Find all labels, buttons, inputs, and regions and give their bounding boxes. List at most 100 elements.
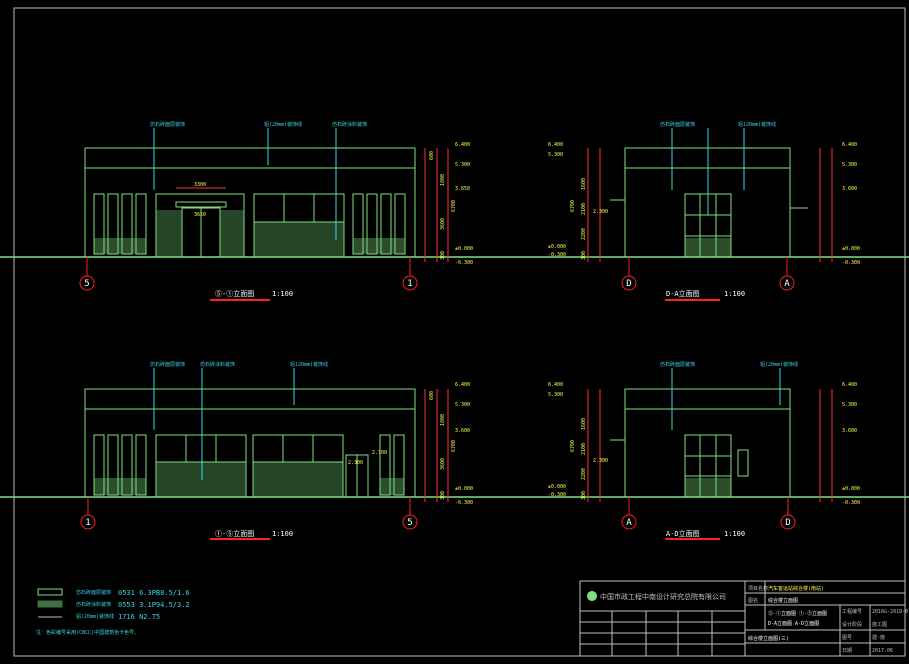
- callout-label: 仿石砖涂料装饰: [332, 121, 367, 128]
- level-mark: ±0.000: [548, 484, 566, 490]
- callout-label: 铝(20mm)装饰线: [738, 121, 776, 128]
- level-mark: 3.600: [842, 428, 857, 434]
- vert-dim-label: 6700: [451, 440, 457, 452]
- vert-dim-label: 1600: [581, 178, 587, 190]
- level-mark: -0.300: [842, 260, 860, 266]
- axis-label: 1: [407, 279, 412, 289]
- level-mark: ±0.000: [455, 486, 473, 492]
- vert-dim-label: 2200: [581, 228, 587, 240]
- dim-label: 3650: [194, 212, 206, 218]
- callout-label: 仿石砖涂料装饰: [200, 361, 235, 368]
- level-mark: ±0.000: [455, 246, 473, 252]
- vert-dim-label: 2100: [581, 203, 587, 215]
- level-mark: 5.300: [842, 402, 857, 408]
- elevation-title: A-D立面图: [666, 529, 700, 538]
- level-mark: -0.300: [548, 492, 566, 498]
- vert-dim-label: 300: [440, 491, 446, 500]
- project-number: 2016G-2018-0: [872, 609, 908, 615]
- vert-dim-label: 6700: [451, 200, 457, 212]
- axis-label: A: [784, 279, 790, 289]
- level-mark: -0.300: [455, 500, 473, 506]
- title-block-label: 日期: [842, 648, 852, 654]
- callout-label: 铝(20mm)装饰线: [264, 121, 302, 128]
- vert-dim-label: 3600: [440, 218, 446, 230]
- design-stage: 施工图: [872, 621, 887, 628]
- callout-label: 仿石砖面层装饰: [150, 121, 185, 128]
- legend-note: 注：色彩编号采用(CBCC)中国建筑色卡色号。: [36, 629, 139, 636]
- elevation-5-1: [79, 128, 449, 301]
- level-mark: 3.600: [842, 186, 857, 192]
- level-mark: 6.400: [455, 382, 470, 388]
- axis-label: D: [626, 279, 631, 289]
- level-mark: 5.300: [548, 392, 563, 398]
- vert-dim-label: 600: [429, 151, 435, 160]
- title-block-label: 图名: [748, 597, 758, 604]
- vert-dim-label: 6700: [570, 440, 576, 452]
- axis-label: 5: [84, 279, 89, 289]
- callout-label: 铝(20mm)装饰线: [760, 361, 798, 368]
- date: 2017.06: [872, 648, 893, 654]
- level-mark: 5.300: [455, 402, 470, 408]
- level-mark: -0.300: [842, 500, 860, 506]
- level-mark: ±0.000: [842, 486, 860, 492]
- callout-label: 铝(20mm)装饰线: [290, 361, 328, 368]
- vert-dim-label: 300: [581, 251, 587, 260]
- level-mark: 5.300: [455, 162, 470, 168]
- title-block-label: 项目名称: [748, 585, 768, 592]
- sheet-title: 综合楼立面图(三): [748, 635, 789, 642]
- material-legend: 仿石砖面层装饰 仿石砖涂料装饰 铝(20mm)装饰线 注：色彩编号采用(CBCC…: [36, 588, 190, 636]
- company-logo-icon: [587, 591, 597, 601]
- level-mark: 6.400: [548, 142, 563, 148]
- dim-label: 2.300: [348, 460, 363, 466]
- elevation-scale: 1:100: [724, 290, 745, 298]
- legend-code: 0531 6.3PB8.5/1.6: [118, 589, 190, 597]
- sheet-number: 建-施: [872, 634, 885, 641]
- legend-label: 铝(20mm)装饰线: [76, 613, 114, 620]
- vert-dim-label: 1800: [440, 414, 446, 426]
- vert-dim-label: 2200: [581, 468, 587, 480]
- sheet-border: [13, 7, 906, 657]
- axis-label: 5: [407, 518, 412, 528]
- project-name: 汽车客运站综合楼(南站): [768, 585, 824, 592]
- level-mark: 3.650: [455, 186, 470, 192]
- level-mark: ±0.000: [548, 244, 566, 250]
- elevation-1-5: [84, 388, 416, 498]
- drawing-name: 综合楼立面图: [768, 597, 798, 604]
- legend-code: 1716 N2.75: [118, 613, 160, 621]
- legend-label: 仿石砖面层装饰: [76, 589, 111, 596]
- callout-label: 仿石砖面层装饰: [660, 121, 695, 128]
- legend-swatch: [37, 588, 63, 596]
- drawing-sub-item: D-A立面图 A-D立面图: [768, 620, 819, 627]
- elevation-scale: 1:100: [724, 530, 745, 538]
- vert-dim-label: 1600: [581, 418, 587, 430]
- company-name: 中国市政工程中南设计研究总院有限公司: [600, 592, 726, 601]
- level-mark: 6.400: [842, 142, 857, 148]
- elevation-title: D-A立面图: [666, 289, 700, 298]
- vert-dim-label: 1800: [440, 174, 446, 186]
- level-mark: 6.400: [842, 382, 857, 388]
- axis-label: 1: [85, 518, 90, 528]
- elevation-A-D: [610, 388, 791, 498]
- legend-code: 0553 3.1P94.5/3.2: [118, 601, 190, 609]
- title-block-label: 工程编号: [842, 608, 862, 615]
- axis-label: D: [785, 518, 790, 528]
- level-mark: -0.300: [548, 252, 566, 258]
- drawing-sub-item: ⑤-①立面图 ①-⑤立面图: [768, 610, 827, 617]
- vert-dim-label: 600: [429, 391, 435, 400]
- vert-dim-label: 300: [440, 251, 446, 260]
- title-block-label: 设计阶段: [842, 621, 862, 628]
- vert-dim-label: 300: [581, 491, 587, 500]
- level-mark: ±0.000: [842, 246, 860, 252]
- elevation-title: ⑤-①立面图: [215, 289, 254, 298]
- level-mark: 6.400: [455, 142, 470, 148]
- axis-label: A: [626, 518, 632, 528]
- level-mark: 5.300: [548, 152, 563, 158]
- dim-label: 2.700: [372, 450, 387, 456]
- title-block-label: 图号: [842, 635, 852, 641]
- level-mark: 3.600: [455, 428, 470, 434]
- level-mark: 5.300: [842, 162, 857, 168]
- level-mark: 2.300: [593, 209, 608, 215]
- legend-label: 仿石砖涂料装饰: [76, 601, 111, 608]
